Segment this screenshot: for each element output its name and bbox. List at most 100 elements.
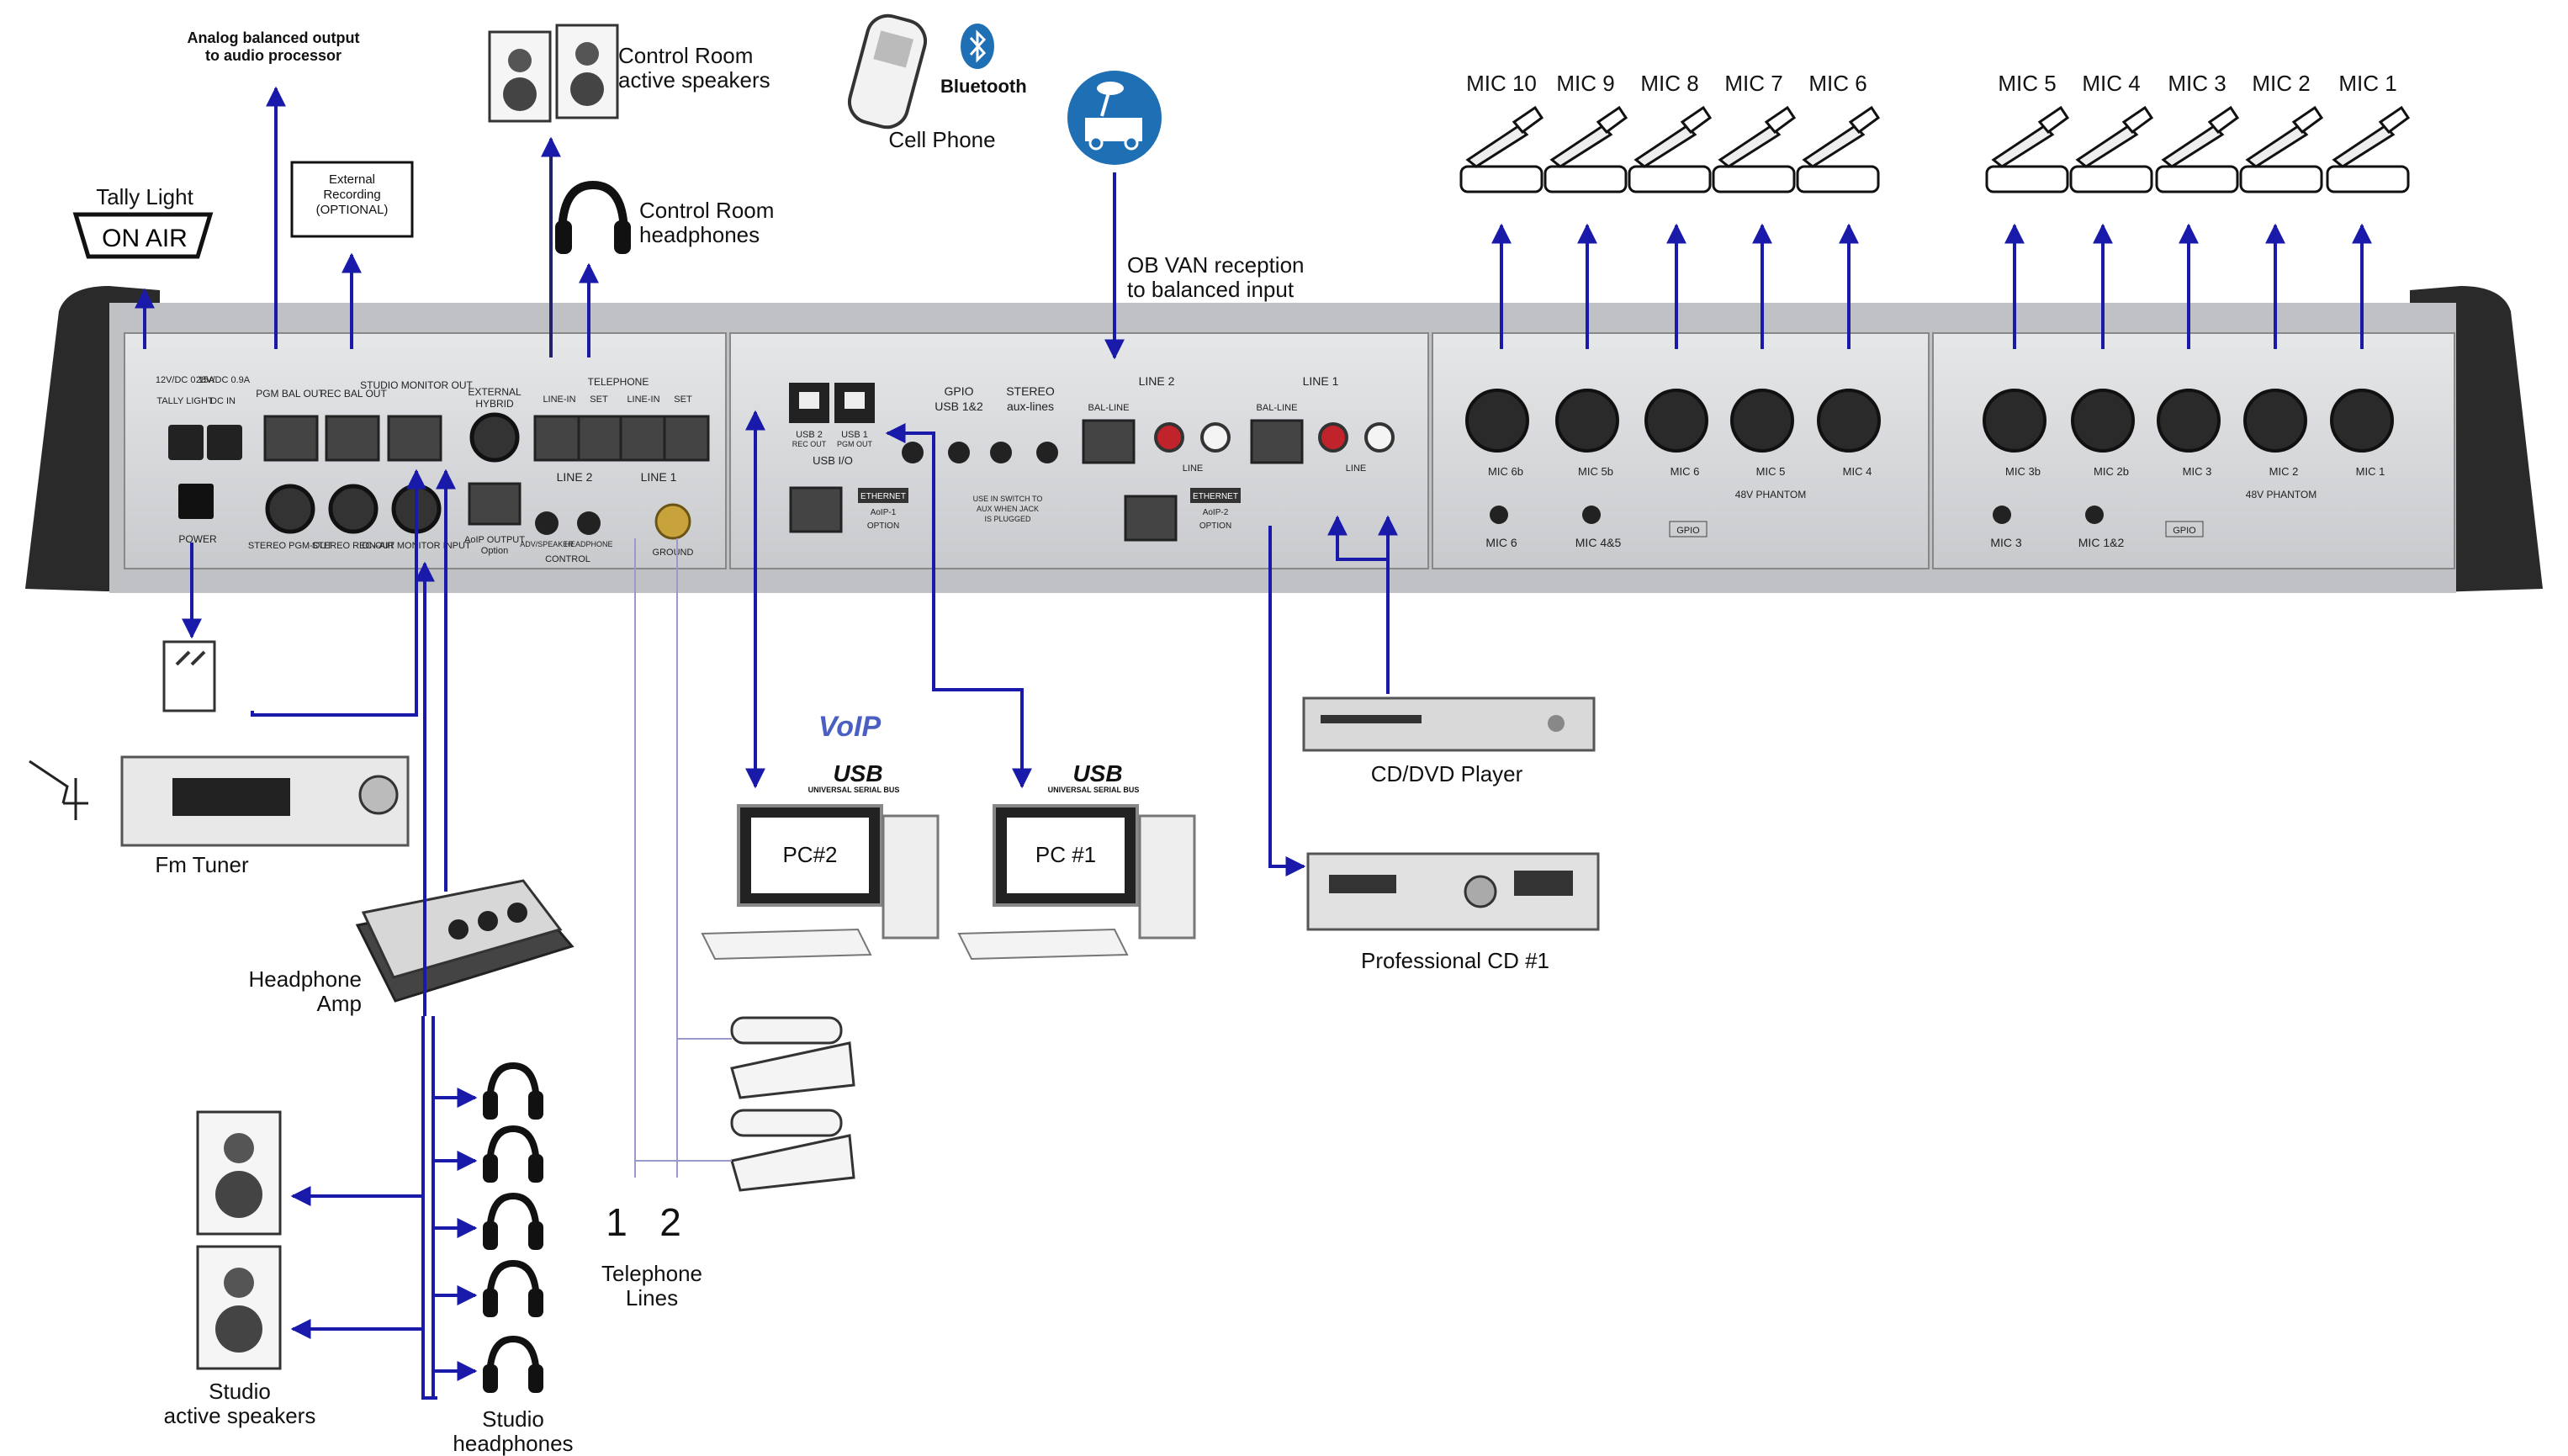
speaker-jack[interactable] (535, 511, 559, 535)
cell-phone-label: Cell Phone (888, 127, 996, 152)
rec-bal-out-port[interactable] (325, 415, 380, 462)
dc-in-connector[interactable] (207, 425, 242, 460)
studio-monitor-out-label: STUDIO MONITOR OUT (360, 379, 473, 391)
line2-rca-r[interactable] (1154, 422, 1184, 453)
line1-rca-l[interactable] (1364, 422, 1395, 453)
small-mic3-jack[interactable] (1993, 506, 2011, 524)
studio-headphones-group (483, 1062, 543, 1393)
small-mic12-jack[interactable] (2085, 506, 2104, 524)
usb-io-label: USB I/O (813, 454, 853, 467)
gpio-left-label: GPIO (1676, 526, 1700, 536)
usb-sub-pc1: UNIVERSAL SERIAL BUS (1047, 786, 1140, 794)
line1-rca-r[interactable] (1318, 422, 1348, 453)
aoip1-ethernet-port[interactable] (789, 486, 843, 533)
ob-van-icon (1067, 71, 1162, 165)
line1-line-in-port[interactable] (619, 415, 666, 462)
telephone-section: EXTERNAL HYBRID AoIP OUTPUT Option TELEP… (464, 376, 710, 564)
xlr-mic6b[interactable] (1465, 389, 1529, 453)
small-mic6-jack[interactable] (1490, 506, 1508, 524)
gpio-jack-2[interactable] (948, 442, 970, 463)
voip-logo: VoIP (818, 711, 882, 743)
xlr-mic4[interactable] (1817, 389, 1881, 453)
xlr-left-group: MIC 6b MIC 5b MIC 6 MIC 5 MIC 4 48V PHAN… (1465, 389, 1881, 549)
xlr-mic2b[interactable] (2071, 389, 2135, 453)
telephone-label: TELEPHONE (588, 376, 649, 388)
xlr-mic6[interactable] (1644, 389, 1708, 453)
ground-terminal[interactable] (654, 503, 691, 540)
small-mic45-jack[interactable] (1582, 506, 1601, 524)
stereo-label-2: aux-lines (1007, 400, 1054, 413)
tally-voltage-label: 12V/DC 0.15A (156, 375, 215, 385)
power-label: POWER (178, 533, 217, 545)
mic-1-icon (2326, 105, 2411, 193)
studio-monitor-out-port[interactable] (387, 415, 442, 462)
xlr-mic6-label: MIC 6 (1671, 465, 1700, 478)
usb1-label: USB 1 (841, 430, 868, 440)
xlr-mic5b-label: MIC 5b (1578, 465, 1613, 478)
xlr-mic2b-label: MIC 2b (2094, 465, 2129, 478)
power-switch[interactable] (178, 484, 214, 519)
xlr-mic1[interactable] (2330, 389, 2394, 453)
stereo-rec-out-label: STEREO REC-OUT (312, 541, 395, 551)
mic-6-icon (1796, 105, 1881, 193)
line1-set-port[interactable] (663, 415, 710, 462)
studio-headphones-icon (483, 1125, 543, 1183)
mic-10-label: MIC 10 (1466, 71, 1537, 96)
gpio-jack-1[interactable] (902, 442, 924, 463)
tally-connector[interactable] (168, 425, 204, 460)
aoip2-ethernet-port[interactable] (1124, 495, 1178, 542)
stereo-rec-out-jack[interactable] (328, 484, 379, 534)
usb-sub-pc2: UNIVERSAL SERIAL BUS (807, 786, 900, 794)
external-hybrid-jack[interactable] (469, 412, 520, 463)
mic-9-label: MIC 9 (1556, 71, 1615, 96)
aoip-output-port[interactable] (468, 482, 522, 526)
aoip1-label: AoIP-1 (871, 508, 897, 517)
xlr-mic5b[interactable] (1555, 389, 1619, 453)
xlr-mic5[interactable] (1730, 389, 1794, 453)
analog-output-line-1: Analog balanced output (187, 29, 360, 46)
usb-logo-pc2: USB (833, 760, 883, 786)
small-mic12-label: MIC 1&2 (2078, 536, 2125, 549)
pgm-bal-out-port[interactable] (263, 415, 319, 462)
pc1-icon (957, 804, 1196, 961)
stereo-jack-2[interactable] (1036, 442, 1058, 463)
line1-line-in-label: LINE-IN (627, 394, 659, 405)
mic-2-label: MIC 2 (2252, 71, 2311, 96)
line1-bal-line-port[interactable] (1250, 419, 1304, 464)
external-recording-line-2: Recording (323, 188, 381, 202)
cr-speakers-line-2: active speakers (618, 67, 770, 93)
aoip2-ethernet-badge (1190, 488, 1241, 503)
xlr-mic3[interactable] (2157, 389, 2221, 453)
analog-output-line-2: to audio processor (204, 47, 342, 64)
line1-bal-line-label: BAL-LINE (1257, 403, 1298, 413)
xlr-mic6b-label: MIC 6b (1488, 465, 1523, 478)
phantom-left-label: 48V PHANTOM (1735, 489, 1806, 500)
mic-4-label: MIC 4 (2082, 71, 2141, 96)
line1-line-label: LINE (1346, 463, 1366, 474)
xlr-mic2[interactable] (2243, 389, 2307, 453)
line2-set-port[interactable] (577, 415, 624, 462)
pro-cd-label: Professional CD #1 (1361, 948, 1549, 973)
xlr-mic3b[interactable] (1983, 389, 2046, 453)
stereo-pgm-out-jack[interactable] (265, 484, 315, 534)
line2-set-label: SET (590, 394, 608, 405)
microphones (1459, 105, 2411, 193)
aoip-output-label: AoIP OUTPUT (464, 535, 525, 545)
xlr-mic4-label: MIC 4 (1843, 465, 1872, 478)
cd-dvd-player-icon (1302, 696, 1596, 752)
headphone-amp-icon (355, 879, 574, 1003)
professional-cd-icon (1306, 852, 1600, 931)
stereo-jack-1[interactable] (990, 442, 1012, 463)
headphone-jack[interactable] (577, 511, 601, 535)
line2-rca-l[interactable] (1200, 422, 1231, 453)
cell-phone-icon (847, 13, 928, 130)
fm-tuner-icon (29, 755, 410, 847)
telephone-line-number-1: 1 (606, 1200, 627, 1244)
line2-bal-line-port[interactable] (1082, 419, 1136, 464)
tally-light-label: Tally Light (96, 184, 193, 209)
line2-line-in-port[interactable] (533, 415, 580, 462)
telephone-lines-label: Telephone Lines (589, 1262, 715, 1310)
mic-7-icon (1712, 105, 1797, 193)
hybrid-label-2: HYBRID (475, 398, 514, 410)
mic-5-label: MIC 5 (1998, 71, 2057, 96)
